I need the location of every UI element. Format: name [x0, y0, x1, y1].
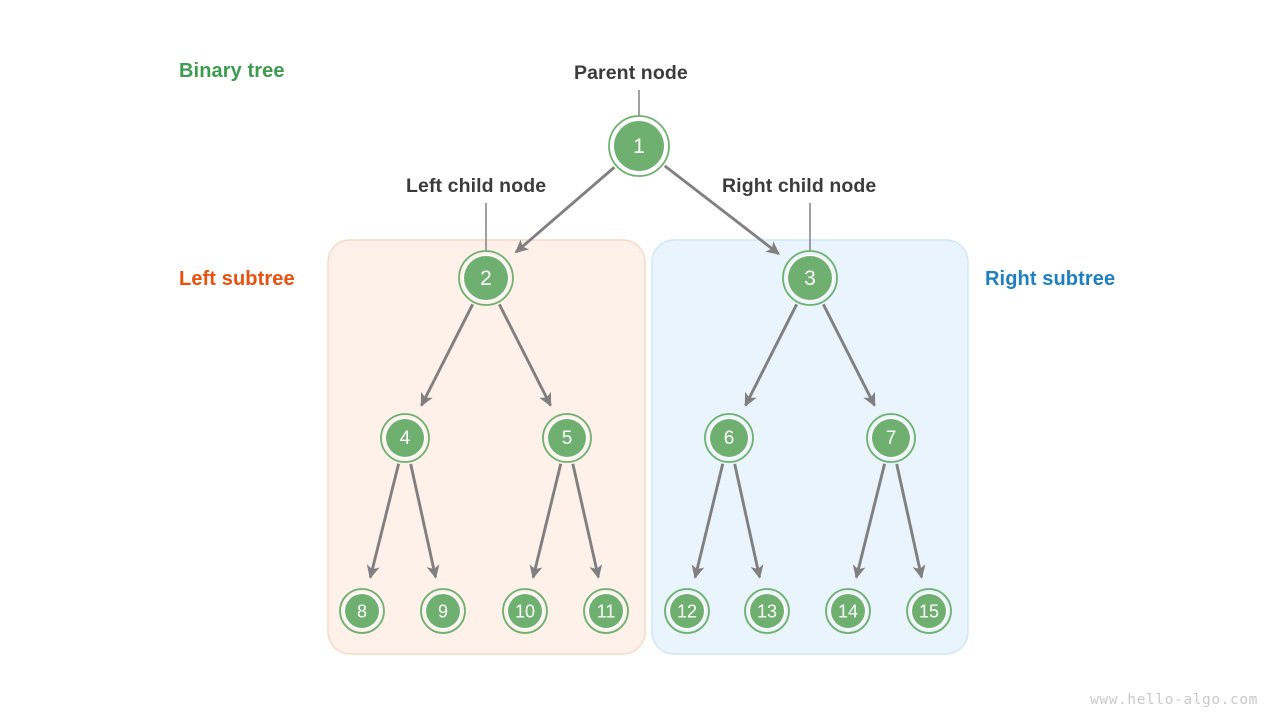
tree-edge-5-to-11: [571, 463, 603, 579]
tree-edges: [366, 164, 926, 579]
annotation-pointers: [485, 90, 811, 251]
tree-node-11[interactable]: 11: [583, 588, 629, 634]
tree-node-7[interactable]: 7: [866, 413, 916, 463]
tree-edge-7-to-14: [852, 463, 887, 579]
annotation-right-child-node: Right child node: [722, 175, 877, 197]
tree-edge-4-to-9: [409, 463, 440, 579]
node-label: 11: [597, 602, 616, 622]
node-label: 12: [677, 602, 697, 622]
tree-node-1[interactable]: 1: [608, 115, 670, 177]
tree-node-14[interactable]: 14: [825, 588, 871, 634]
tree-edge-4-to-8: [366, 463, 401, 579]
annotation-left-child-node: Left child node: [406, 175, 547, 197]
watermark: www.hello-algo.com: [1090, 692, 1258, 708]
tree-edge-6-to-12: [691, 463, 725, 579]
node-label: 2: [480, 267, 492, 290]
tree-node-13[interactable]: 13: [744, 588, 790, 634]
tree-node-8[interactable]: 8: [339, 588, 385, 634]
node-label: 13: [757, 602, 777, 622]
node-label: 14: [838, 602, 858, 622]
node-label: 15: [919, 602, 939, 622]
tree-node-4[interactable]: 4: [380, 413, 430, 463]
tree-node-10[interactable]: 10: [502, 588, 548, 634]
tree-node-6[interactable]: 6: [704, 413, 754, 463]
node-label: 1: [633, 135, 645, 158]
node-label: 5: [562, 428, 573, 449]
tree-node-5[interactable]: 5: [542, 413, 592, 463]
tree-edge-1-to-2: [514, 166, 616, 254]
tree-edge-2-to-4: [420, 303, 474, 407]
left-subtree-box: [327, 239, 646, 655]
tree-edge-5-to-10: [529, 463, 563, 579]
tree-edge-6-to-13: [733, 463, 764, 579]
label-right-subtree: Right subtree: [985, 268, 1116, 290]
tree-node-3[interactable]: 3: [782, 250, 838, 306]
label-left-subtree: Left subtree: [179, 268, 295, 290]
node-label: 9: [438, 602, 448, 622]
annotation-parent-node: Parent node: [574, 62, 688, 84]
diagram-title: Binary tree: [179, 60, 285, 82]
node-label: 10: [515, 602, 535, 622]
node-label: 7: [886, 428, 897, 449]
node-label: 6: [724, 428, 735, 449]
tree-edge-1-to-3: [663, 164, 780, 256]
node-label: 8: [357, 602, 367, 622]
tree-node-12[interactable]: 12: [664, 588, 710, 634]
tree-edge-7-to-15: [895, 463, 926, 579]
tree-edge-3-to-7: [822, 303, 876, 407]
subtree-boxes: [327, 239, 969, 655]
tree-node-15[interactable]: 15: [906, 588, 952, 634]
node-label: 4: [400, 428, 411, 449]
tree-node-2[interactable]: 2: [458, 250, 514, 306]
tree-edge-3-to-6: [744, 303, 798, 407]
node-label: 3: [804, 267, 816, 290]
tree-node-9[interactable]: 9: [420, 588, 466, 634]
tree-edge-2-to-5: [498, 303, 552, 407]
